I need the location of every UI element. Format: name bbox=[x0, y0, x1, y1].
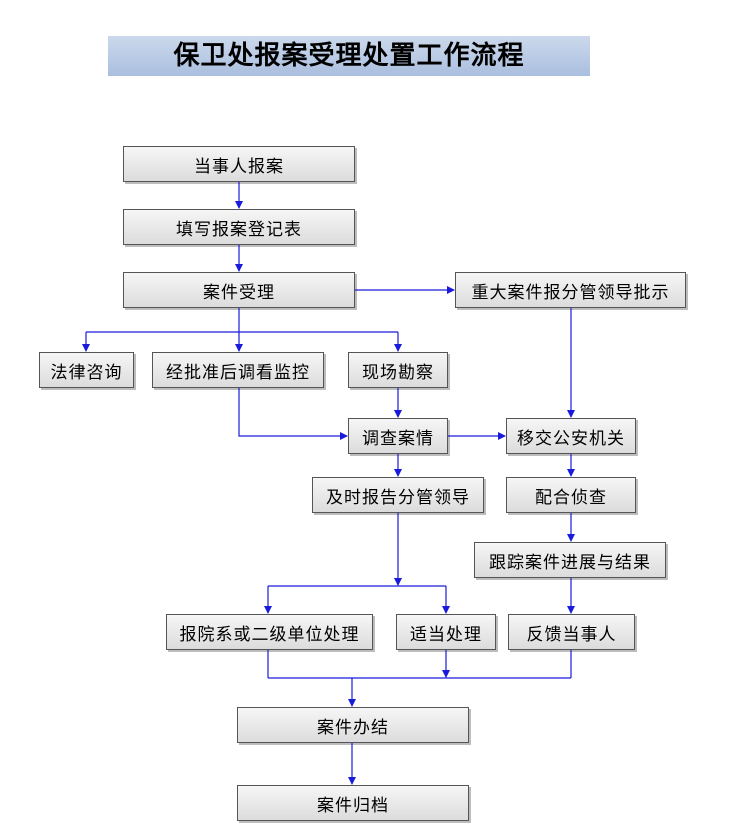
node-transfer: 移交公安机关 bbox=[506, 418, 636, 454]
node-investigate: 调查案情 bbox=[348, 418, 448, 454]
node-report-leader: 及时报告分管领导 bbox=[312, 477, 484, 513]
page-title: 保卫处报案受理处置工作流程 bbox=[173, 41, 525, 71]
node-cooperate: 配合侦查 bbox=[506, 477, 636, 513]
node-to-unit: 报院系或二级单位处理 bbox=[166, 614, 373, 650]
node-report: 当事人报案 bbox=[123, 146, 355, 182]
node-monitor: 经批准后调看监控 bbox=[152, 352, 324, 388]
node-feedback: 反馈当事人 bbox=[508, 614, 635, 650]
arrow-monitor-to-investigate bbox=[238, 388, 348, 440]
node-conclude: 案件办结 bbox=[237, 707, 469, 743]
title-band bbox=[108, 36, 590, 76]
node-accept: 案件受理 bbox=[123, 272, 355, 308]
node-scene: 现场勘察 bbox=[348, 352, 448, 388]
node-archive: 案件归档 bbox=[237, 785, 469, 821]
node-fill-form: 填写报案登记表 bbox=[123, 209, 355, 245]
node-proper: 适当处理 bbox=[396, 614, 496, 650]
node-legal: 法律咨询 bbox=[39, 352, 134, 388]
node-track: 跟踪案件进展与结果 bbox=[474, 542, 666, 578]
node-major-case: 重大案件报分管领导批示 bbox=[455, 272, 686, 308]
